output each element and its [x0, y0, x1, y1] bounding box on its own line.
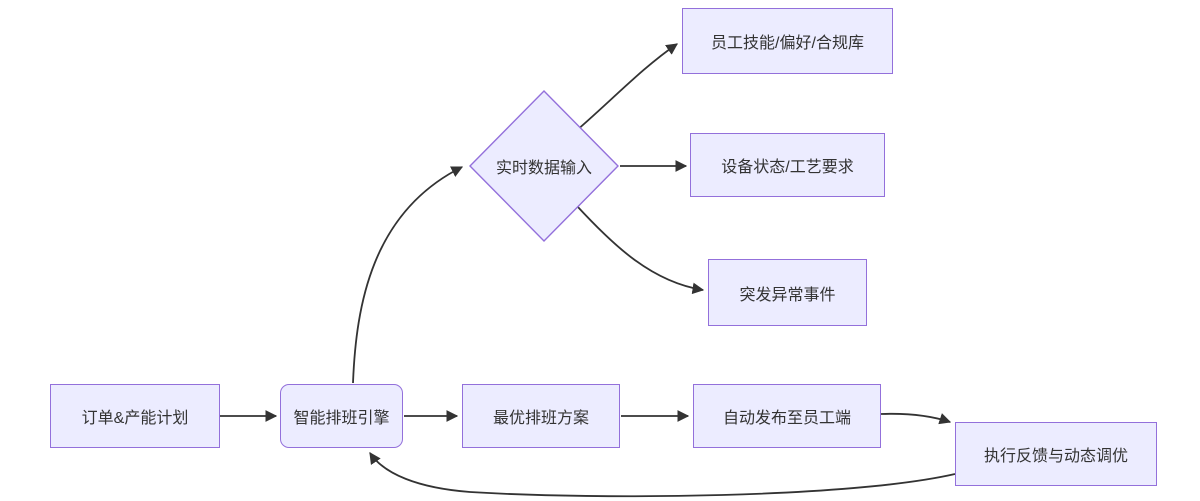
node-incidents-label: 突发异常事件 — [739, 286, 836, 304]
node-plan-label: 最优排班方案 — [492, 410, 589, 427]
node-plan: 最优排班方案 — [462, 384, 620, 448]
edge-feedback-to-engine — [369, 452, 956, 498]
node-orders-label: 订单&产能计划 — [81, 410, 189, 427]
node-realtime-shape — [469, 90, 619, 242]
node-publish-label: 自动发布至员工端 — [722, 410, 851, 427]
node-incidents: 突发异常事件 — [708, 259, 867, 326]
node-skills: 员工技能/偏好/合规库 — [682, 8, 893, 74]
node-equipment: 设备状态/工艺要求 — [690, 133, 885, 197]
node-feedback: 执行反馈与动态调优 — [955, 422, 1157, 486]
node-realtime-label: 实时数据输入 — [495, 160, 592, 177]
node-realtime-label-box: 实时数据输入 — [470, 91, 618, 241]
node-engine-label: 智能排班引擎 — [293, 410, 390, 427]
edge-realtime-to-incidents — [576, 205, 705, 295]
edge-realtime-to-skills — [575, 43, 678, 132]
node-equipment-label: 设备状态/工艺要求 — [721, 159, 854, 176]
node-skills-label: 员工技能/偏好/合规库 — [711, 35, 864, 52]
node-feedback-label: 执行反馈与动态调优 — [983, 448, 1128, 465]
edge-publish-to-feedback — [880, 412, 952, 425]
node-engine: 智能排班引擎 — [280, 384, 403, 448]
node-publish: 自动发布至员工端 — [693, 384, 881, 448]
node-orders: 订单&产能计划 — [50, 384, 220, 448]
edge-engine-to-realtime — [352, 166, 464, 384]
